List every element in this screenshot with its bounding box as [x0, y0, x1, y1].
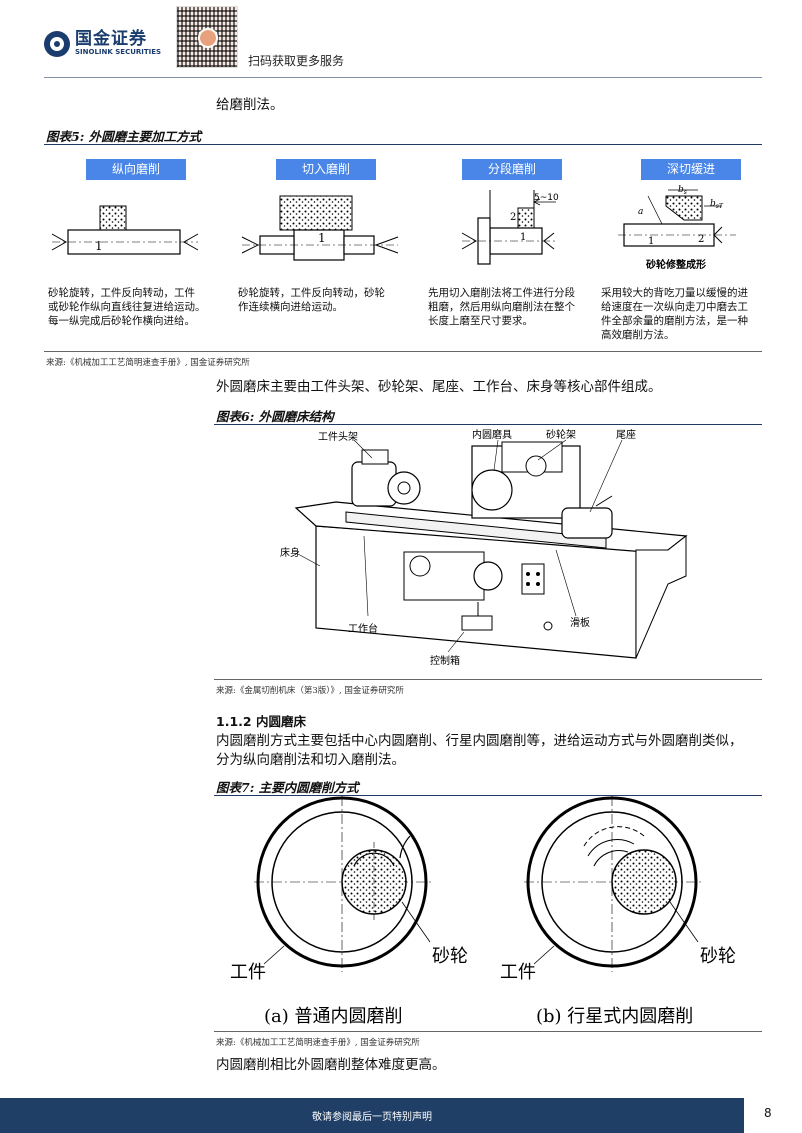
logo-chinese: 国金证券 — [75, 29, 147, 49]
method-label-longitudinal: 纵向磨削 — [86, 159, 186, 180]
footer-bar — [0, 1098, 744, 1133]
diagram4-label-2: 2 — [698, 234, 704, 245]
qr-caption: 扫码获取更多服务 — [248, 54, 345, 68]
method-desc-creep-feed: 采用较大的背吃刀量以缓慢的进 给速度在一次纵向走刀中磨去工 件全部余量的磨削方法… — [601, 287, 748, 341]
figure5-title: 图表5: 外圆磨主要加工方式 — [46, 129, 202, 144]
figure7-top-rule — [214, 795, 762, 796]
page-header: 国金证券 SINOLINK SECURITIES 扫码获取更多服务 — [0, 0, 802, 78]
qr-code-icon[interactable] — [176, 6, 238, 68]
method-label-segmented: 分段磨削 — [462, 159, 562, 180]
grinding-machine-diagram: 工件头架 内圆磨具 砂轮架 尾座 床身 工作台 滑板 控制箱 — [280, 428, 688, 667]
diagram3-label-2: 2 — [510, 212, 516, 223]
figure7-title: 图表7: 主要内圆磨削方式 — [216, 780, 359, 795]
method-desc-plunge: 砂轮旋转，工件反向转动，砂轮 作连续横向进给运动。 — [238, 287, 385, 313]
label-bed: 床身 — [280, 546, 300, 559]
svg-text:bsT: bsT — [710, 199, 724, 210]
company-logo: 国金证券 SINOLINK SECURITIES — [44, 30, 161, 57]
label-headstock: 工件头架 — [318, 431, 358, 443]
diagram4-label-a: a — [638, 207, 643, 217]
svg-text:bs: bs — [678, 185, 687, 196]
label-worktable: 工作台 — [348, 622, 378, 635]
section-heading: 1.1.2 内圆磨床 — [216, 714, 306, 729]
diagram3-dim-label: 5~10 — [534, 193, 559, 203]
header-divider — [44, 77, 762, 78]
label-control-box: 控制箱 — [430, 654, 460, 667]
figure7-bottom-rule — [214, 1031, 762, 1032]
diagram2-label-1: 1 — [318, 231, 326, 245]
paragraph-components: 外圆磨床主要由工件头架、砂轮架、尾座、工作台、床身等核心部件组成。 — [216, 379, 662, 395]
intro-tail-text: 给磨削法。 — [216, 97, 284, 113]
diagram4-caption: 砂轮修整成形 — [645, 258, 706, 271]
figure5-source: 来源:《机械加工工艺简明速查手册》, 国金证券研究所 — [46, 358, 250, 368]
diagram-longitudinal-grinding: 1 — [51, 205, 199, 255]
figure6-source: 来源:《金属切削机床（第3版）》, 国金证券研究所 — [216, 686, 404, 696]
page-number: 8 — [764, 1106, 772, 1120]
fig7a-workpiece-label: 工件 — [230, 962, 266, 983]
logo-mark-icon — [44, 30, 70, 57]
figure5-bottom-rule — [44, 351, 762, 352]
figure6-bottom-rule — [214, 679, 762, 680]
label-internal-grinder: 内圆磨具 — [472, 428, 512, 441]
fig7a-caption: (a) 普通内圆磨削 — [264, 1006, 403, 1026]
fig7b-caption: (b) 行星式内圆磨削 — [536, 1006, 693, 1026]
fig7a-wheel-label: 砂轮 — [432, 946, 468, 967]
diagram-plunge-grinding: 1 — [241, 195, 399, 261]
fig7b-wheel-label: 砂轮 — [700, 946, 736, 967]
figure6-title: 图表6: 外圆磨床结构 — [216, 409, 334, 424]
diagram-creep-feed-grinding: bs bsT a 1 2 砂轮修整成形 — [618, 185, 736, 271]
diagram-segmented-grinding: 5~10 2 1 — [461, 190, 559, 265]
logo-english: SINOLINK SECURITIES — [75, 48, 162, 56]
label-tailstock: 尾座 — [616, 428, 636, 441]
method-label-plunge: 切入磨削 — [276, 159, 376, 180]
internal-grinding-diagram: 砂轮 工件 (a) 普通内圆磨削 砂轮 工件 (b) 行星式内圆磨削 — [230, 796, 736, 1026]
method-label-creep-feed: 深切缓进 — [641, 159, 741, 180]
figure7-source: 来源:《机械加工工艺简明速查手册》, 国金证券研究所 — [216, 1038, 420, 1048]
label-wheelhead: 砂轮架 — [546, 428, 576, 441]
method-desc-segmented: 先用切入磨削法将工件进行分段 粗磨，然后用纵向磨削法在整个 长度上磨至尺寸要求。 — [428, 287, 575, 327]
diagram3-label-1: 1 — [520, 232, 526, 243]
paragraph-difficulty: 内圆磨削相比外圆磨削整体难度更高。 — [216, 1057, 446, 1073]
method-desc-longitudinal: 砂轮旋转，工件反向转动，工件 或砂轮作纵向直线往复进给运动。 每一纵完成后砂轮作… — [48, 287, 206, 327]
fig7b-workpiece-label: 工件 — [500, 962, 536, 983]
paragraph-internal-grinding: 内圆磨削方式主要包括中心内圆磨削、行星内圆磨削等，进给运动方式与外圆磨削类似， … — [216, 733, 743, 768]
label-slide: 滑板 — [570, 616, 590, 629]
diagram4-label-1: 1 — [648, 236, 654, 247]
footer-disclaimer: 敬请参阅最后一页特别声明 — [312, 1112, 432, 1123]
figure5-top-rule — [44, 144, 762, 145]
diagram1-label-1: 1 — [95, 239, 103, 253]
figure6-top-rule — [214, 424, 762, 425]
